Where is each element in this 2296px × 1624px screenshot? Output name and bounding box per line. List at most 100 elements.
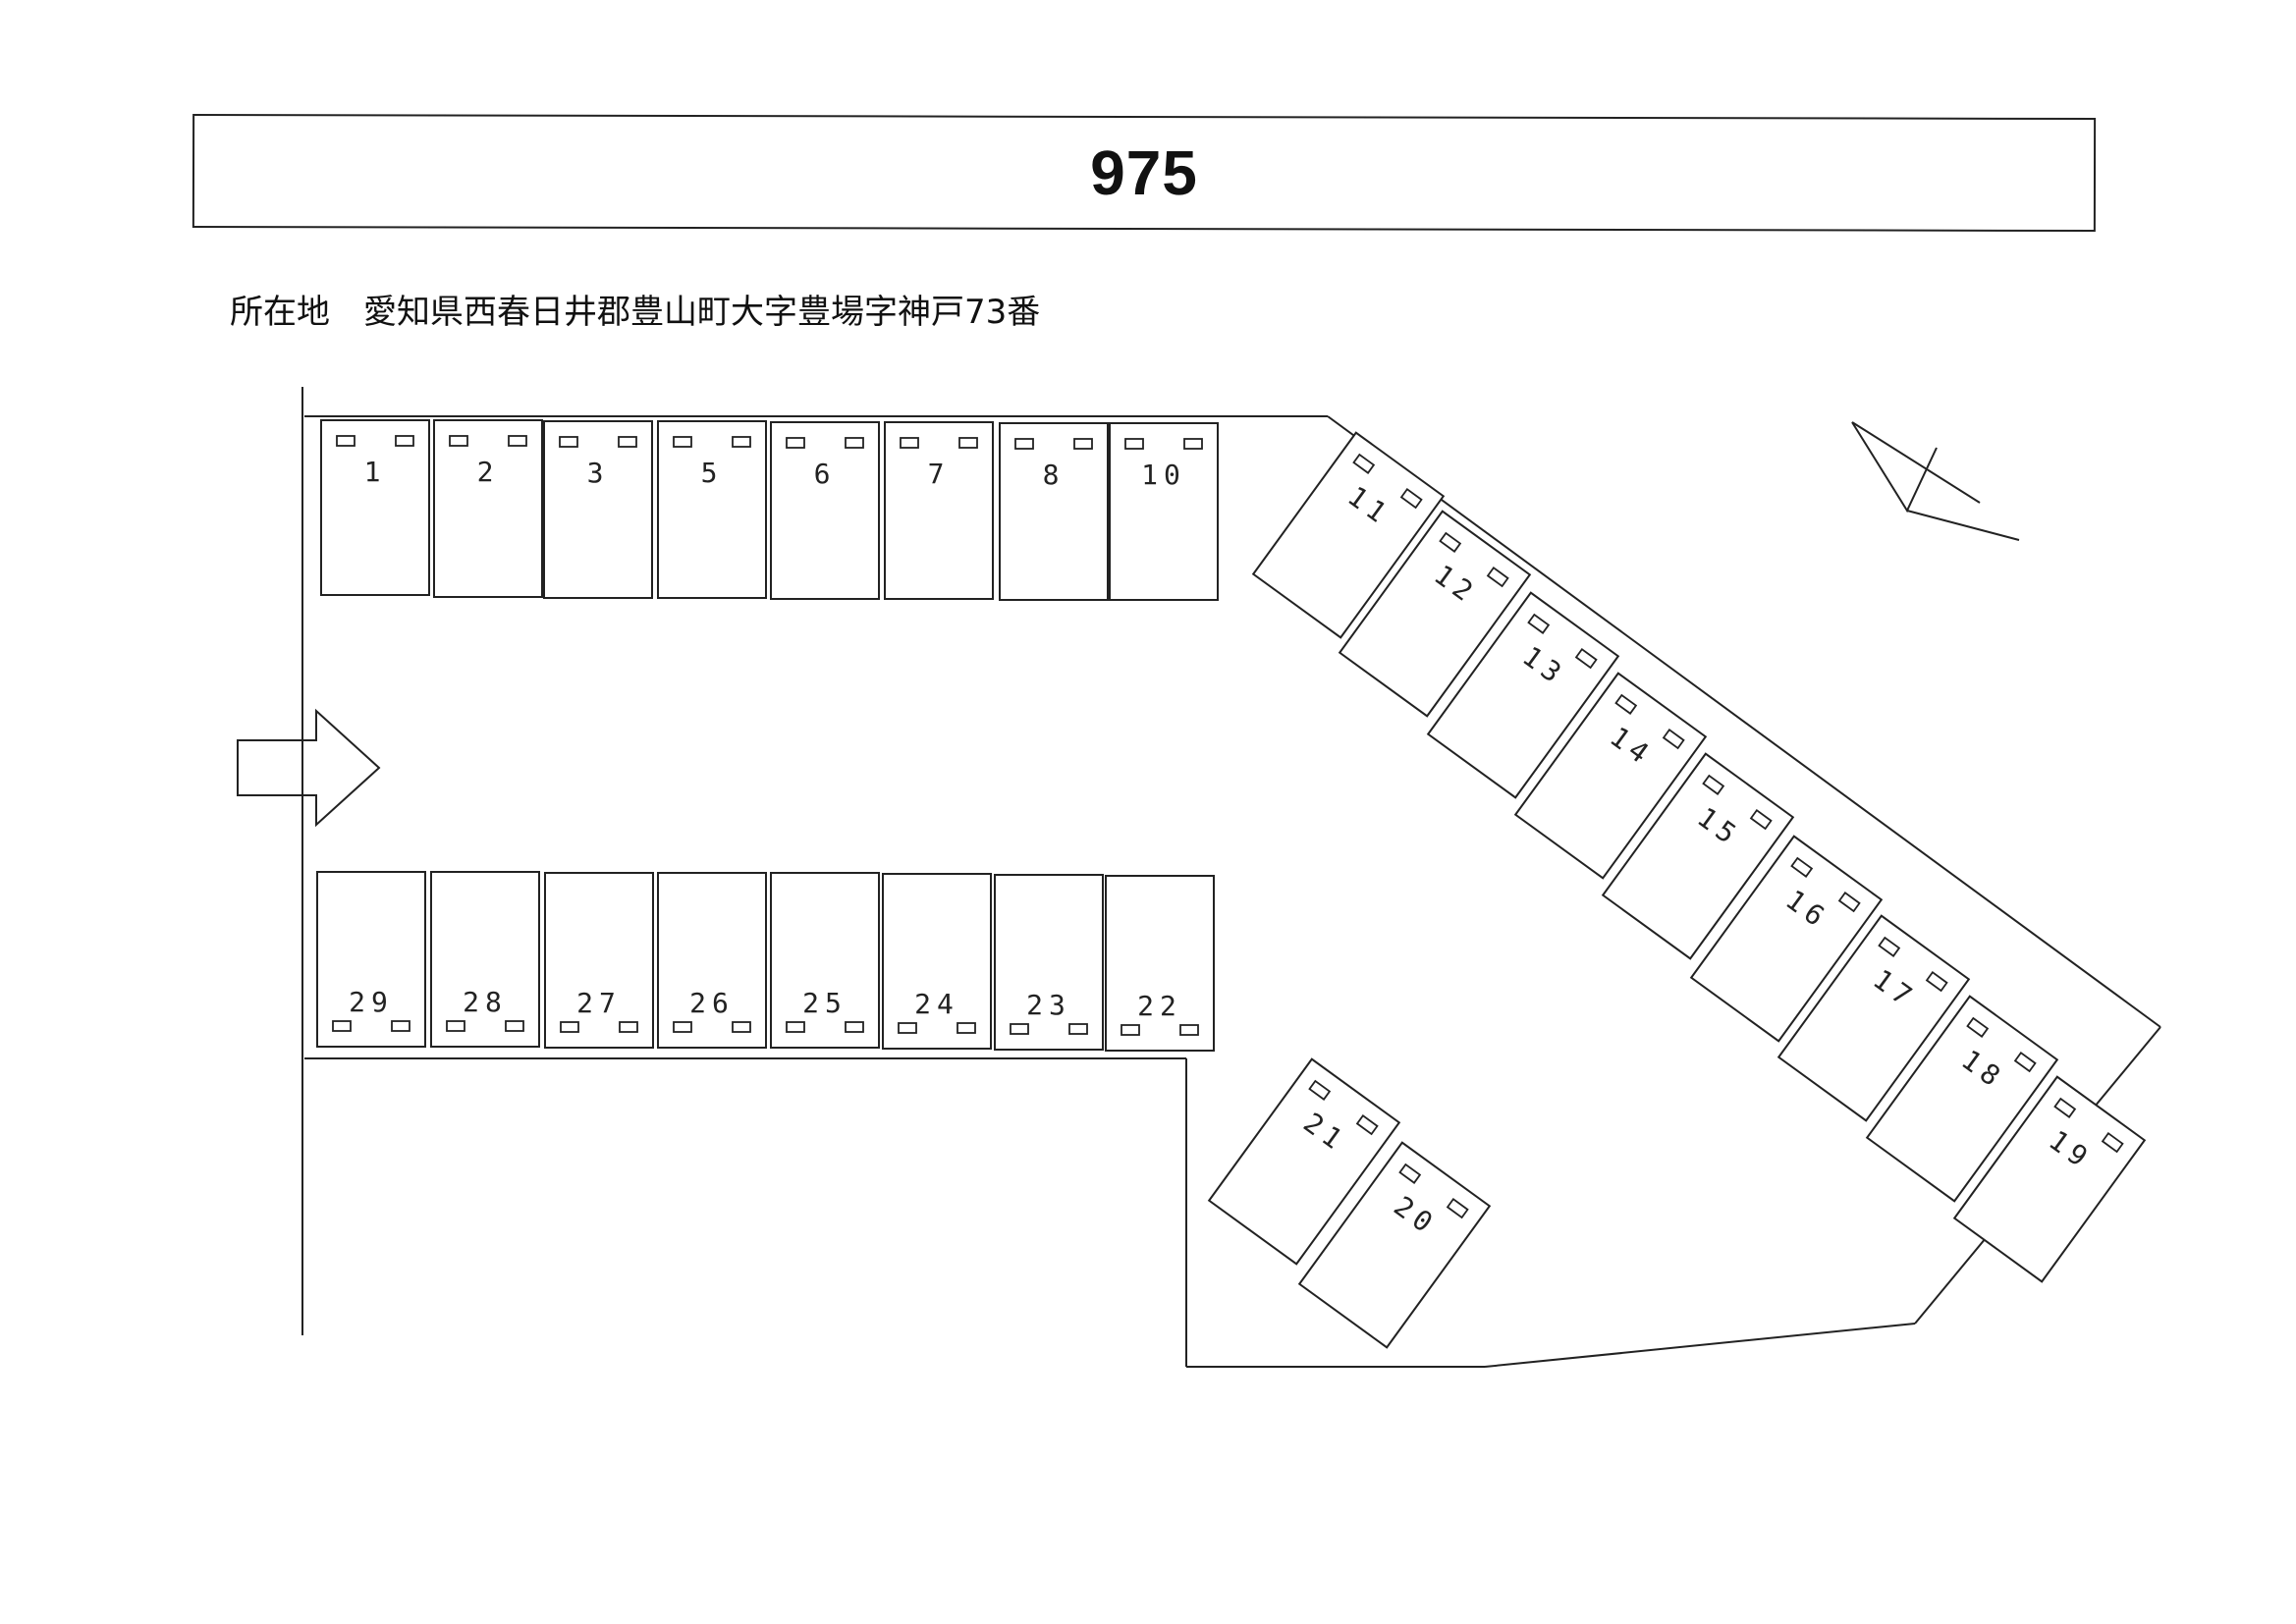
parking-space-outline <box>657 872 767 1049</box>
parking-space-outline <box>1777 914 1971 1122</box>
parking-space-23: 23 <box>994 874 1104 1051</box>
space-marker <box>336 435 355 447</box>
parking-space-18: 18 <box>1865 995 2059 1203</box>
space-marker <box>1966 1016 1990 1038</box>
space-number: 27 <box>576 987 622 1019</box>
parking-space-20: 20 <box>1297 1141 1492 1349</box>
space-marker <box>1878 936 1901 957</box>
parking-space-1: 1 <box>320 419 430 596</box>
space-marker <box>395 435 414 447</box>
parking-space-24: 24 <box>882 873 992 1050</box>
space-number: 3 <box>587 457 610 489</box>
parking-space-outline <box>1297 1141 1492 1349</box>
parking-space-outline <box>1426 591 1620 799</box>
parking-space-10: 10 <box>1109 422 1219 601</box>
space-marker <box>1010 1023 1029 1035</box>
space-marker <box>619 1021 638 1033</box>
parking-space-outline <box>770 421 880 600</box>
space-marker <box>560 1021 579 1033</box>
space-marker <box>1749 809 1773 831</box>
parking-space-outline <box>1601 752 1795 960</box>
space-number: 29 <box>349 986 394 1018</box>
space-marker <box>845 1021 864 1033</box>
parking-space-17: 17 <box>1777 914 1971 1122</box>
space-marker <box>508 435 527 447</box>
parking-space-outline <box>433 419 543 598</box>
parking-space-outline <box>316 871 426 1048</box>
parking-space-7: 7 <box>884 421 994 600</box>
space-marker <box>559 436 578 448</box>
space-marker <box>673 1021 692 1033</box>
space-marker <box>1399 488 1423 510</box>
space-marker <box>673 436 692 448</box>
space-marker <box>1355 1114 1379 1136</box>
space-marker <box>1662 729 1685 750</box>
parking-space-19: 19 <box>1952 1075 2147 1283</box>
space-marker <box>786 1021 805 1033</box>
parking-space-14: 14 <box>1513 672 1708 880</box>
space-marker <box>1614 693 1638 715</box>
space-marker <box>2053 1097 2077 1118</box>
parking-space-5: 5 <box>657 420 767 599</box>
space-marker <box>1486 567 1509 588</box>
parking-space-8: 8 <box>999 422 1109 601</box>
parking-space-2: 2 <box>433 419 543 598</box>
parking-space-28: 28 <box>430 871 540 1048</box>
parking-space-27: 27 <box>544 872 654 1049</box>
space-marker <box>1925 971 1948 993</box>
entrance-arrow-icon <box>237 708 381 828</box>
parking-space-6: 6 <box>770 421 880 600</box>
space-marker <box>1179 1024 1199 1036</box>
space-marker <box>332 1020 352 1032</box>
parking-space-outline <box>1513 672 1708 880</box>
parking-space-outline <box>1105 875 1215 1052</box>
address-text: 所在地 愛知県西春日井郡豊山町大字豊場字神戸73番 <box>230 293 1041 332</box>
parking-space-outline <box>1207 1057 1401 1266</box>
parking-space-outline <box>994 874 1104 1051</box>
space-number: 22 <box>1137 990 1182 1022</box>
space-number: 8 <box>1043 459 1066 491</box>
space-number: 23 <box>1026 989 1071 1021</box>
space-number: 6 <box>814 458 837 490</box>
space-marker <box>1702 774 1725 795</box>
space-marker <box>898 1022 917 1034</box>
space-number: 7 <box>928 458 951 490</box>
space-marker <box>958 437 978 449</box>
space-marker <box>618 436 637 448</box>
lot-boundary <box>301 387 2161 1368</box>
parking-space-outline <box>1689 835 1884 1043</box>
space-marker <box>505 1020 524 1032</box>
space-marker <box>1439 531 1462 553</box>
space-number: 28 <box>463 986 508 1018</box>
space-marker <box>1574 648 1598 670</box>
space-marker <box>1790 856 1814 878</box>
space-marker <box>2101 1132 2124 1154</box>
space-marker <box>2013 1052 2037 1073</box>
parking-space-outline <box>1251 431 1446 639</box>
space-marker <box>1073 438 1093 450</box>
parking-space-16: 16 <box>1689 835 1884 1043</box>
parking-space-outline <box>320 419 430 596</box>
space-number: 26 <box>689 987 735 1019</box>
parking-space-outline <box>882 873 992 1050</box>
parking-space-outline <box>544 872 654 1049</box>
parking-space-26: 26 <box>657 872 767 1049</box>
space-number: 25 <box>802 987 847 1019</box>
space-number: 2 <box>477 456 500 488</box>
parking-space-outline <box>999 422 1109 601</box>
parking-space-outline <box>430 871 540 1048</box>
space-marker <box>1837 892 1861 913</box>
space-number: 24 <box>914 988 959 1020</box>
parking-space-22: 22 <box>1105 875 1215 1052</box>
space-number: 10 <box>1141 459 1186 491</box>
space-marker <box>1183 438 1203 450</box>
parking-space-outline <box>1109 422 1219 601</box>
space-marker <box>845 437 864 449</box>
parking-space-outline <box>657 420 767 599</box>
space-marker <box>1398 1163 1422 1184</box>
space-marker <box>1121 1024 1140 1036</box>
space-marker <box>1527 613 1551 634</box>
space-marker <box>1446 1198 1469 1219</box>
